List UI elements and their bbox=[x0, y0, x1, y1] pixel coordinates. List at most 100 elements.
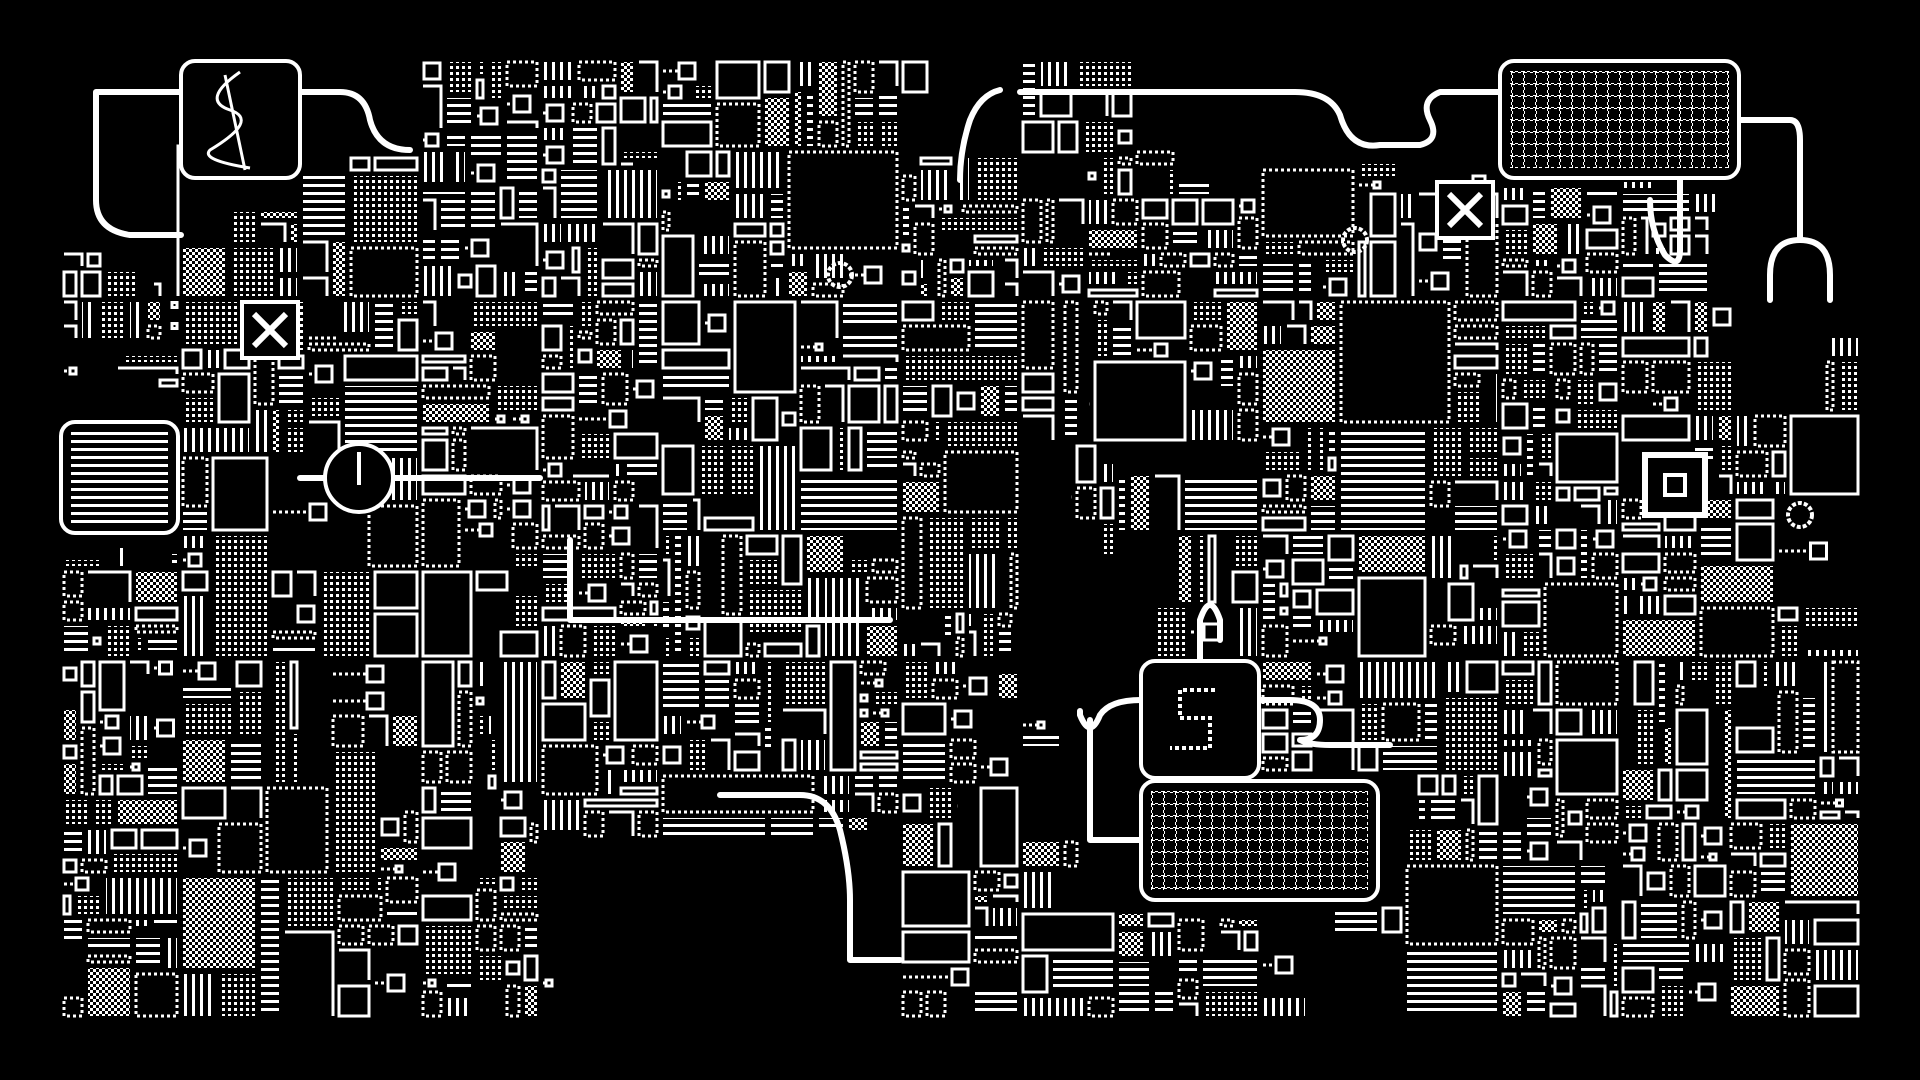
trace bbox=[1845, 810, 1860, 818]
circuit-block-checker bbox=[705, 182, 729, 200]
circuit-block-dotted bbox=[1021, 300, 1055, 370]
circuit-block-dotted bbox=[62, 570, 84, 598]
circuit-block-dots bbox=[903, 356, 1017, 380]
circuit-block-dotted bbox=[1237, 408, 1259, 442]
grid-panel-fill bbox=[71, 432, 168, 523]
circuit-block-dots bbox=[495, 386, 537, 410]
circuit-block-hstripes bbox=[1329, 428, 1335, 452]
gear-icon bbox=[1341, 226, 1369, 254]
circuit-block-vstripes bbox=[1239, 608, 1257, 656]
circuit-block-outline bbox=[1501, 300, 1577, 322]
circuit-block-hstripes bbox=[639, 302, 657, 368]
circuit-block-vstripes bbox=[1623, 182, 1653, 188]
circuit-block-dotted bbox=[1669, 864, 1691, 898]
circuit-block-vstripes bbox=[1203, 230, 1233, 248]
circuit-block-dots bbox=[1125, 272, 1137, 284]
circuit-block-dotted bbox=[1009, 552, 1019, 610]
trace bbox=[1641, 216, 1649, 254]
circuit-block-dots bbox=[747, 590, 801, 632]
circuit-block-dotted bbox=[541, 744, 599, 796]
circuit-block-hstripes bbox=[1299, 260, 1311, 296]
circuit-block-hstripes bbox=[1179, 956, 1197, 974]
circuit-block-dotted bbox=[1339, 300, 1451, 424]
circuit-block-hstripes bbox=[1263, 584, 1275, 620]
circuit-block-dotted bbox=[733, 240, 767, 298]
circuit-block-vstripes bbox=[1023, 248, 1035, 266]
circuit-block-dotted bbox=[1465, 828, 1475, 862]
connector-pad bbox=[1835, 798, 1844, 808]
circuit-block-outline bbox=[373, 612, 419, 658]
circuit-block-outline bbox=[1417, 774, 1439, 796]
circuit-block-checker bbox=[975, 896, 987, 902]
circuit-block-checker bbox=[1179, 536, 1191, 602]
circuit-block-checker bbox=[807, 536, 843, 572]
circuit-block-dotted bbox=[841, 60, 851, 148]
circuit-block-outline bbox=[1537, 768, 1553, 778]
circuit-block-checker bbox=[1263, 350, 1335, 422]
circuit-block-vstripes bbox=[501, 272, 519, 296]
circuit-block-outline bbox=[1621, 522, 1661, 532]
circuit-block-checker bbox=[1653, 302, 1665, 332]
circuit-block-outline bbox=[1621, 276, 1655, 298]
circuit-block-vstripes bbox=[183, 974, 213, 1016]
circuit-block-dotted bbox=[799, 384, 821, 424]
circuit-block-dotted bbox=[1453, 324, 1499, 340]
circuit-block-dotted bbox=[619, 600, 647, 616]
circuit-block-outline bbox=[649, 600, 659, 616]
circuit-block-dotted bbox=[637, 582, 659, 598]
circuit-block-dots bbox=[567, 326, 573, 368]
circuit-block-vstripes bbox=[183, 596, 207, 656]
trace bbox=[1695, 234, 1709, 254]
circuit-block-hstripes bbox=[1527, 992, 1545, 1016]
circuit-block-dotted bbox=[949, 738, 977, 760]
circuit-block-hstripes bbox=[447, 980, 471, 992]
circuit-block-dotted bbox=[925, 990, 947, 1018]
connector-pad bbox=[1703, 910, 1723, 930]
circuit-block-dotted bbox=[1063, 300, 1079, 394]
circuit-block-vstripes bbox=[933, 662, 957, 674]
circuit-block-vstripes bbox=[729, 428, 747, 440]
circuit-block-vstripes bbox=[1533, 260, 1551, 266]
circuit-block-outline bbox=[1501, 402, 1529, 430]
connector-pad bbox=[437, 862, 457, 882]
circuit-block-dotted bbox=[571, 102, 593, 124]
circuit-block-outline bbox=[1357, 576, 1427, 658]
circuit-block-checker bbox=[1503, 992, 1521, 1016]
connector-pad bbox=[156, 718, 175, 738]
circuit-block-outline bbox=[80, 690, 96, 724]
circuit-block-dotted bbox=[577, 60, 617, 82]
trace bbox=[1299, 300, 1313, 320]
circuit-block-dotted bbox=[913, 222, 935, 256]
circuit-block-checker bbox=[795, 92, 801, 146]
trace bbox=[1317, 708, 1355, 770]
circuit-block-dots bbox=[1635, 710, 1653, 764]
circuit-block-checker bbox=[183, 878, 255, 968]
circuit-block-vstripes bbox=[993, 908, 1017, 926]
circuit-block-dotted bbox=[1213, 252, 1235, 268]
circuit-block-dots bbox=[1503, 680, 1533, 704]
connector-pad bbox=[545, 103, 565, 123]
circuit-block-dots bbox=[663, 536, 669, 554]
circuit-block-outline bbox=[1693, 864, 1727, 898]
circuit-block-outline bbox=[1021, 120, 1055, 154]
circuit-block-outline bbox=[1171, 198, 1199, 226]
circuit-block-outline bbox=[733, 222, 767, 238]
circuit-block-dotted bbox=[631, 744, 659, 766]
circuit-block-outline bbox=[1243, 930, 1259, 952]
circuit-block-dotted bbox=[661, 210, 671, 232]
circuit-block-outline bbox=[1735, 498, 1775, 520]
circuit-block-vstripes bbox=[639, 272, 657, 296]
circuit-block-dots bbox=[1305, 428, 1311, 470]
circuit-block-vstripes bbox=[603, 770, 615, 794]
circuit-block-vstripes bbox=[1503, 464, 1521, 476]
circuit-block-dotted bbox=[451, 426, 467, 436]
circuit-block-outline bbox=[1315, 588, 1355, 616]
circuit-block-dots bbox=[477, 878, 495, 884]
circuit-block-vstripes bbox=[1605, 500, 1617, 524]
circuit-block-vstripes bbox=[1239, 356, 1257, 368]
circuit-block-dotted bbox=[1591, 552, 1619, 580]
circuit-block-dots bbox=[237, 692, 261, 734]
circuit-block-outline bbox=[1555, 432, 1619, 484]
circuit-block-dotted bbox=[1189, 324, 1223, 352]
trace bbox=[609, 810, 635, 836]
